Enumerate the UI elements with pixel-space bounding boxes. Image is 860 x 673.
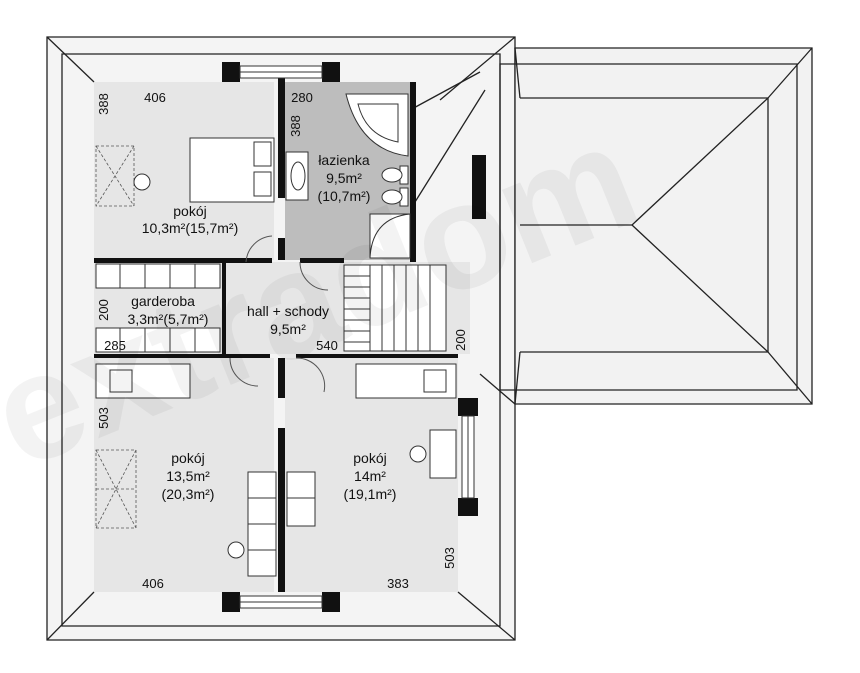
desk-left [95,449,137,529]
hall-area: 9,5m² [270,321,306,337]
wardrobe-area: 3,3m²(5,7m²) [128,311,209,327]
shower [369,213,411,259]
dim-bath-width: 280 [291,90,313,105]
bedroom-right-area: 14m² [354,468,386,484]
room-labels: pokój 10,3m²(15,7m²) łazienka 9,5m² (10,… [128,152,397,502]
dim-bottom-right-width: 383 [387,576,409,591]
bidet [381,187,409,207]
bedroom-right-area-total: (19,1m²) [344,486,397,502]
dim-bottom-left-height: 503 [96,407,111,429]
bedroom-left-area: 13,5m² [166,468,210,484]
hall-name: hall + schody [247,303,329,319]
chair-top [133,173,151,191]
dim-bottom-right-height: 503 [442,547,457,569]
windows [239,65,475,609]
dim-stair-height: 200 [453,329,468,351]
chair-right [409,445,427,463]
dim-wardrobe-width: 285 [104,338,126,353]
bedroom-left-name: pokój [171,450,204,466]
toilet [381,165,409,185]
door-swings [229,235,329,393]
bathroom-name: łazienka [318,152,370,168]
chair-left [227,541,245,559]
walls [94,62,478,612]
side-roof [409,47,813,405]
dim-wardrobe-height: 200 [96,299,111,321]
desk-top [95,145,135,207]
sink-bath [285,151,309,201]
wardrobe-right [286,471,316,527]
bedroom-left-area-total: (20,3m²) [162,486,215,502]
corner-bathtub [345,93,409,157]
wardrobe-name: garderoba [131,293,195,309]
dim-hall-width: 540 [316,338,338,353]
dim-bottom-left-width: 406 [142,576,164,591]
dim-top-left-height: 388 [96,93,111,115]
desk-right [429,429,457,479]
bedroom-top-area: 10,3m²(15,7m²) [142,220,238,236]
dimension-labels: 406 388 280 388 200 285 540 200 503 406 … [96,90,468,591]
double-bed-top [189,137,275,203]
wardrobe-shelves [95,263,221,353]
bathroom-area: 9,5m² [326,170,362,186]
bathroom-area-total: (10,7m²) [318,188,371,204]
wardrobe-left [247,471,277,577]
bedroom-right-name: pokój [353,450,386,466]
dim-bath-height: 388 [288,115,303,137]
bedroom-top-name: pokój [173,203,206,219]
staircase [343,264,447,352]
bed-left [95,363,191,399]
dim-top-left-width: 406 [144,90,166,105]
bed-right [355,363,457,399]
chimney [472,155,486,219]
